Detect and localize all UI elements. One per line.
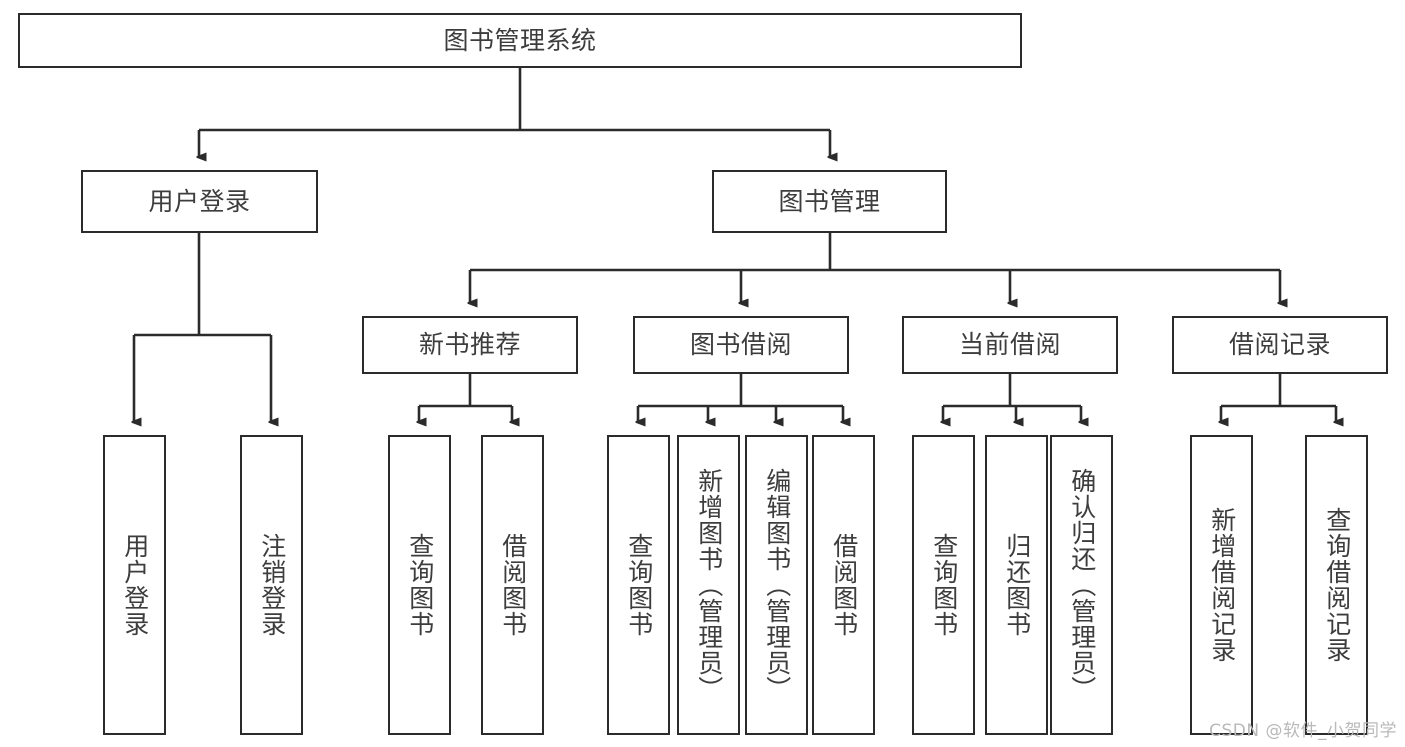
node-leaf-confirm-return-admin[interactable]: 确认归还（管理员） bbox=[1050, 435, 1113, 735]
node-leaf-query-book-3[interactable]: 查询图书 bbox=[912, 435, 975, 735]
watermark: CSDN @软件_小贺同学 bbox=[1209, 721, 1397, 741]
node-new-book-recommend[interactable]: 新书推荐 bbox=[362, 316, 578, 374]
node-leaf-borrow-book-1[interactable]: 借阅图书 bbox=[481, 435, 544, 735]
node-leaf-borrow-book-2[interactable]: 借阅图书 bbox=[812, 435, 875, 735]
node-book-borrow[interactable]: 图书借阅 bbox=[633, 316, 849, 374]
node-book-management-label: 图书管理 bbox=[778, 186, 881, 216]
node-leaf-query-borrow-record-label: 查询借阅记录 bbox=[1322, 507, 1352, 663]
node-leaf-user-login-label: 用户登录 bbox=[120, 533, 150, 637]
node-current-borrow[interactable]: 当前借阅 bbox=[902, 316, 1118, 374]
node-leaf-query-book-3-label: 查询图书 bbox=[929, 533, 959, 637]
node-root[interactable]: 图书管理系统 bbox=[18, 13, 1022, 68]
node-new-book-recommend-label: 新书推荐 bbox=[418, 330, 521, 359]
node-borrow-record-label: 借阅记录 bbox=[1228, 330, 1331, 359]
node-leaf-borrow-book-2-label: 借阅图书 bbox=[829, 533, 859, 637]
node-leaf-add-book-admin-label: 新增图书（管理员） bbox=[694, 468, 724, 702]
node-leaf-query-book-1[interactable]: 查询图书 bbox=[388, 435, 451, 735]
node-leaf-user-logout[interactable]: 注销登录 bbox=[240, 435, 303, 735]
node-leaf-query-book-1-label: 查询图书 bbox=[405, 533, 435, 637]
node-borrow-record[interactable]: 借阅记录 bbox=[1172, 316, 1388, 374]
node-book-borrow-label: 图书借阅 bbox=[689, 330, 792, 359]
node-leaf-edit-book-admin[interactable]: 编辑图书（管理员） bbox=[745, 435, 808, 735]
node-leaf-user-login[interactable]: 用户登录 bbox=[103, 435, 166, 735]
node-leaf-confirm-return-admin-label: 确认归还（管理员） bbox=[1067, 468, 1097, 702]
node-user-login-label: 用户登录 bbox=[148, 186, 251, 216]
node-leaf-add-borrow-record-label: 新增借阅记录 bbox=[1207, 507, 1237, 663]
node-leaf-return-book-label: 归还图书 bbox=[1002, 533, 1032, 637]
node-current-borrow-label: 当前借阅 bbox=[958, 330, 1061, 359]
node-leaf-edit-book-admin-label: 编辑图书（管理员） bbox=[762, 468, 792, 702]
node-leaf-borrow-book-1-label: 借阅图书 bbox=[498, 533, 528, 637]
node-leaf-add-book-admin[interactable]: 新增图书（管理员） bbox=[677, 435, 740, 735]
node-leaf-query-book-2-label: 查询图书 bbox=[624, 533, 654, 637]
node-leaf-user-logout-label: 注销登录 bbox=[257, 533, 287, 637]
node-root-label: 图书管理系统 bbox=[443, 25, 597, 55]
node-leaf-query-borrow-record[interactable]: 查询借阅记录 bbox=[1305, 435, 1368, 735]
node-book-management[interactable]: 图书管理 bbox=[712, 170, 947, 233]
node-leaf-add-borrow-record[interactable]: 新增借阅记录 bbox=[1190, 435, 1253, 735]
node-leaf-query-book-2[interactable]: 查询图书 bbox=[607, 435, 670, 735]
node-leaf-return-book[interactable]: 归还图书 bbox=[985, 435, 1048, 735]
node-user-login[interactable]: 用户登录 bbox=[81, 170, 318, 233]
